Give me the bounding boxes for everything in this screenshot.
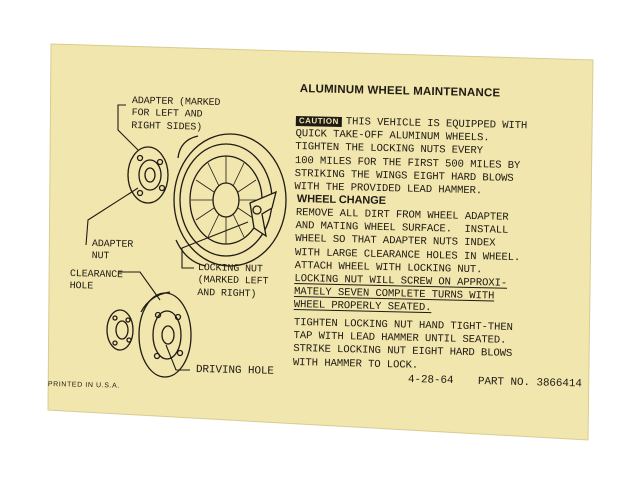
print-date: 4-28-64: [407, 374, 454, 388]
caution-badge: CAUTION: [295, 115, 342, 128]
driving-hole-label: DRIVING HOLE: [195, 364, 274, 378]
printed-in-label: PRINTED IN U.S.A.: [47, 380, 120, 390]
part-number: PART NO. 3866414: [477, 376, 583, 391]
wheel-change-heading: WHEEL CHANGE: [296, 193, 387, 208]
